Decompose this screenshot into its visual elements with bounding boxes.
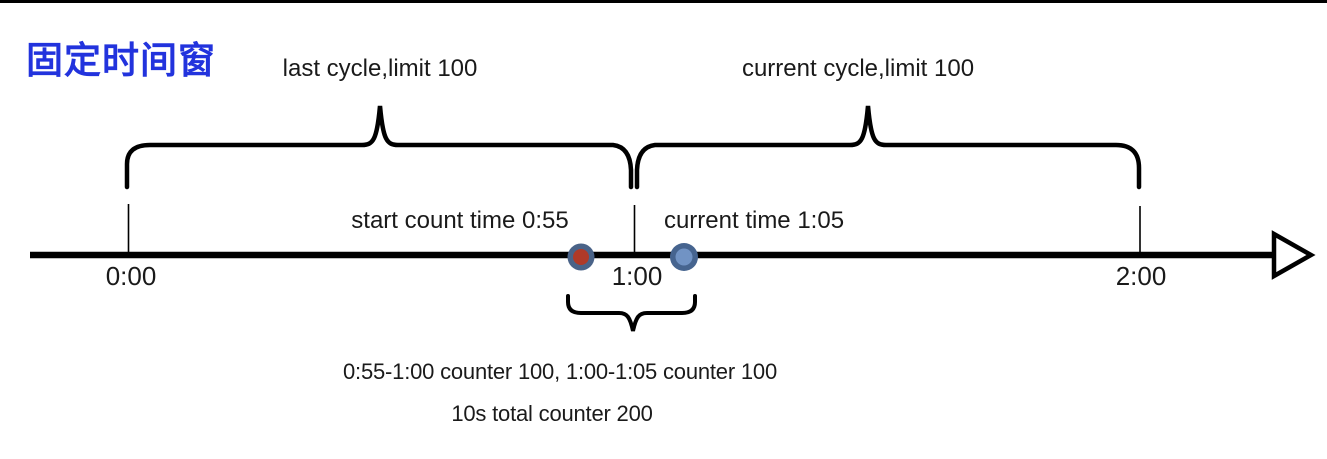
top-divider-rule <box>0 0 1327 3</box>
current-cycle-label: current cycle,limit 100 <box>741 55 975 82</box>
diagram-title: 固定时间窗 <box>26 40 216 81</box>
last-cycle-label: last cycle,limit 100 <box>282 55 478 82</box>
current-cycle-brace <box>634 105 1142 190</box>
current-time-label: current time 1:05 <box>663 207 845 234</box>
tick-label-0-00: 0:00 <box>105 261 157 291</box>
tick-label-2-00: 2:00 <box>1115 261 1167 291</box>
start-count-time-label: start count time 0:55 <box>351 207 569 234</box>
current-time-marker-dot <box>675 248 693 266</box>
tick-label-1-00: 1:00 <box>611 261 663 291</box>
start-count-marker-dot <box>573 249 589 265</box>
last-cycle-brace <box>124 105 634 190</box>
arrow-right-icon <box>1271 230 1316 280</box>
counter-note-line1: 0:55-1:00 counter 100, 1:00-1:05 counter… <box>343 359 777 384</box>
sub-window-brace <box>566 294 697 332</box>
counter-note-line2: 10s total counter 200 <box>451 401 653 426</box>
